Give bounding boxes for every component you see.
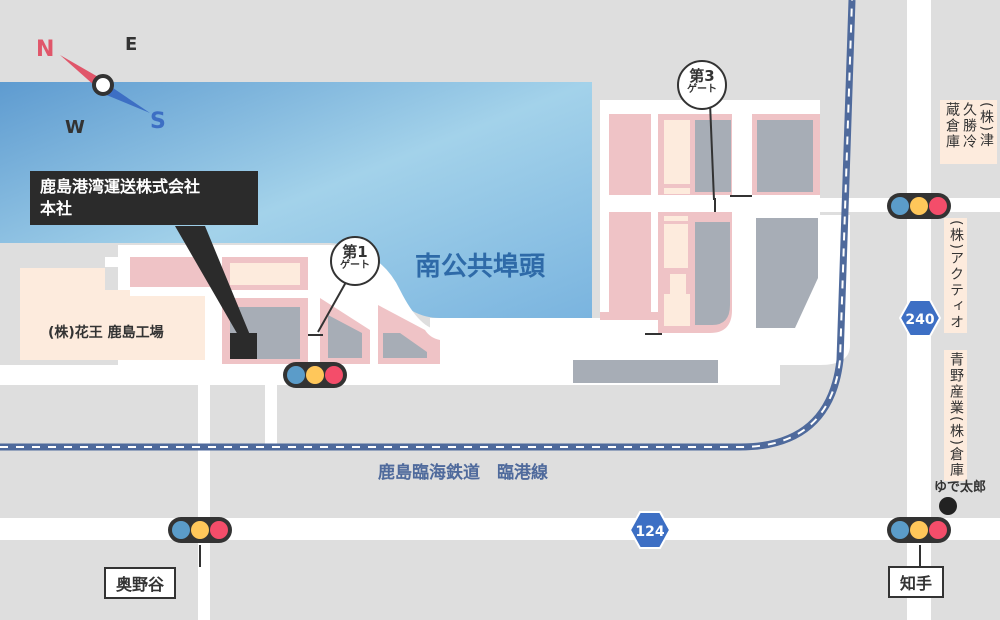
- cream-buildings: [230, 120, 690, 326]
- gate-3-number: 第3: [689, 67, 715, 85]
- water-area: [0, 82, 592, 318]
- kao-label: (株)花王 鹿島工場: [48, 324, 164, 341]
- hq-subtitle: 本社: [40, 199, 73, 218]
- svg-text:124: 124: [635, 524, 664, 540]
- aktio-label: (株)アクティオ: [944, 218, 967, 333]
- gate-1-number: 第1: [342, 243, 368, 261]
- kao-factory-area: [20, 268, 205, 360]
- traffic-light: [168, 517, 232, 543]
- compass-icon: [60, 55, 150, 113]
- traffic-light: [887, 517, 951, 543]
- traffic-light: [887, 193, 951, 219]
- hq-name: 鹿島港湾運送株式会社: [40, 177, 201, 196]
- compass-n: N: [36, 37, 54, 62]
- yudetaro-marker: [939, 497, 957, 515]
- gate-marks: [308, 195, 752, 336]
- compass-w: W: [65, 117, 85, 138]
- gate-3-label: ゲート: [687, 84, 717, 95]
- railway-line: [0, 0, 856, 451]
- compass-e: E: [125, 34, 137, 55]
- railway-label: 鹿島臨海鉄道 臨港線: [378, 462, 548, 483]
- compass-s: S: [150, 109, 166, 134]
- gate-1-marker: 第1 ゲート: [330, 236, 380, 286]
- callout-pointer: [175, 226, 250, 335]
- intersection-shitte: 知手: [888, 566, 945, 598]
- pier-label: 南公共埠頭: [415, 251, 546, 282]
- gate-3-marker: 第3 ゲート: [677, 60, 727, 110]
- route-240-sign: 240: [898, 299, 942, 337]
- tsukusho-label: (株)津久勝冷蔵倉庫: [940, 100, 997, 164]
- route-124-sign: 124: [628, 511, 672, 549]
- headquarters-marker: [230, 333, 257, 359]
- yudetaro-label: ゆで太郎: [934, 480, 987, 495]
- headquarters-callout: 鹿島港湾運送株式会社 本社: [30, 171, 258, 225]
- svg-text:240: 240: [905, 312, 934, 328]
- tsukusho-type: 冷蔵倉庫: [944, 102, 977, 150]
- gate-1-label: ゲート: [340, 260, 370, 271]
- aono-label: 青野産業(株)倉庫: [944, 350, 967, 481]
- intersection-okunoya: 奥野谷: [104, 567, 177, 599]
- tsukusho-name: (株)津久勝: [961, 102, 994, 149]
- traffic-light: [283, 362, 347, 388]
